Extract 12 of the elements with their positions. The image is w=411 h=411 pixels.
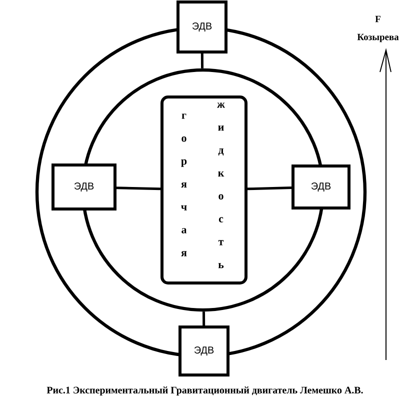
connector-line: [247, 186, 292, 190]
engine-box: ЭДВ: [178, 326, 230, 376]
engine-box: ЭДВ: [292, 164, 350, 210]
connector-line: [202, 312, 206, 326]
connector-line: [200, 54, 204, 68]
caption: Рис.1 Экспериментальный Гравитационный двигатель Лемешко А.В.: [46, 386, 363, 396]
force-label: F: [375, 16, 380, 22]
tank-box: горячая жидкость: [160, 96, 248, 284]
connector-line: [116, 186, 161, 190]
engine-box: ЭДВ: [176, 0, 228, 54]
engine-box: ЭДВ: [52, 164, 116, 210]
force-label: Козырева: [357, 34, 399, 42]
